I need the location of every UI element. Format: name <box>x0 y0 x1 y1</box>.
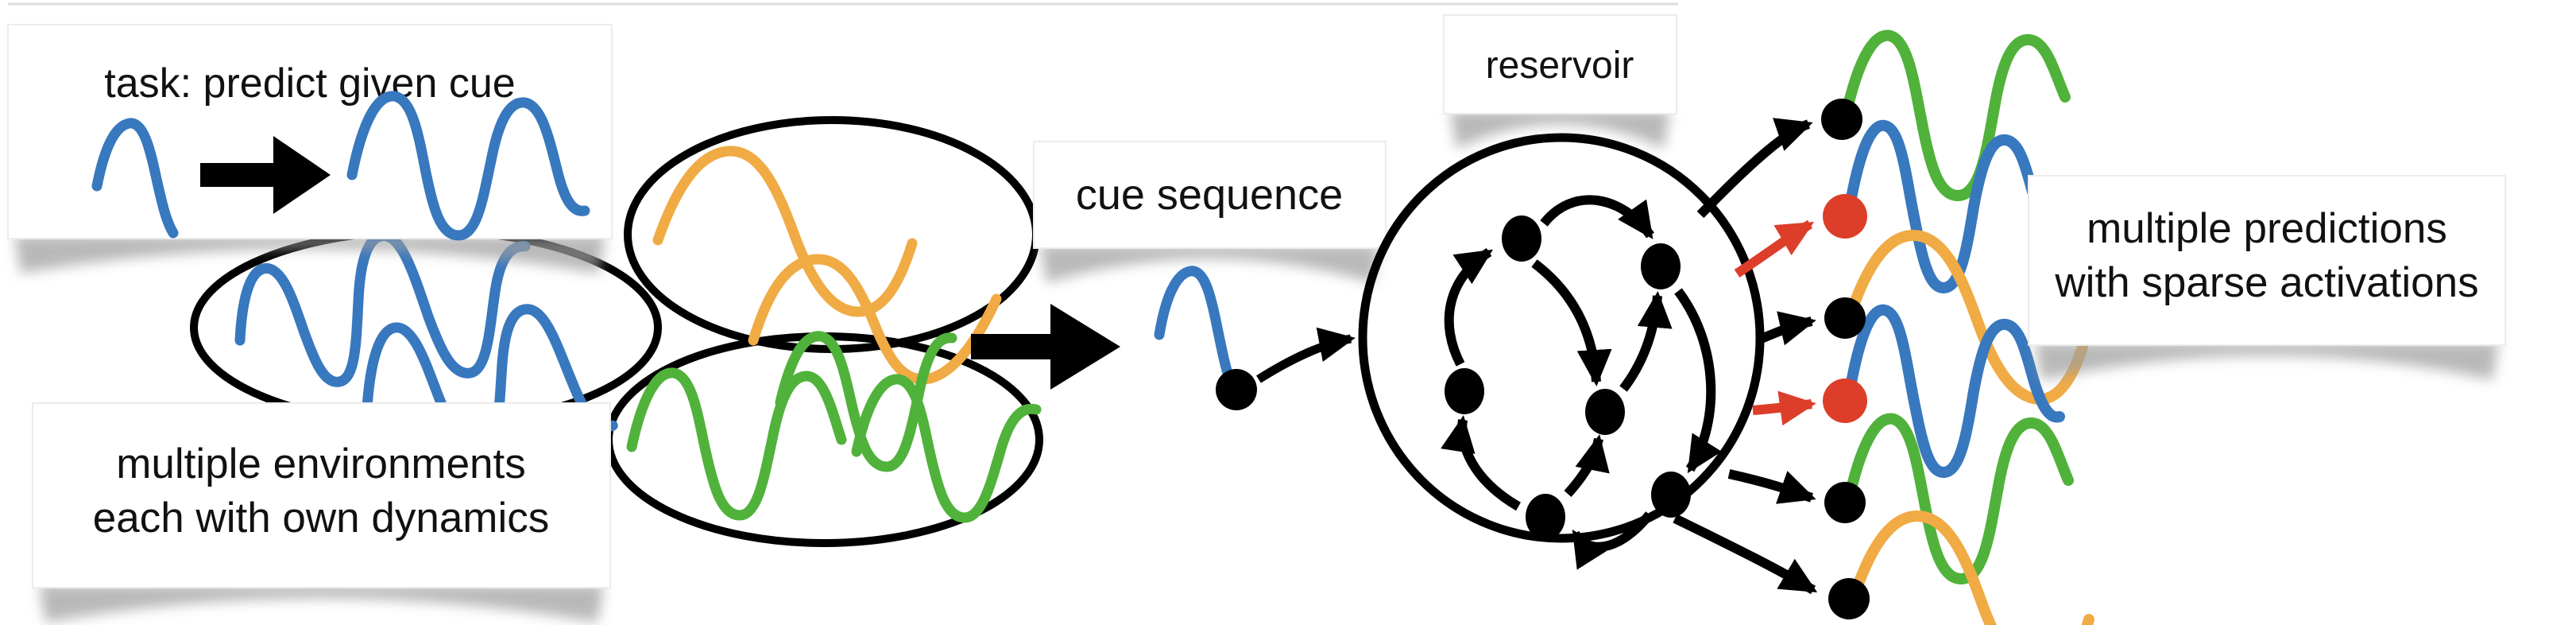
predictions-card-line2: with sparse activations <box>2054 259 2478 306</box>
cue-dot <box>1216 369 1257 410</box>
env-waves-green <box>626 331 1042 523</box>
reservoir-edges <box>1441 195 1722 570</box>
output-wave-3 <box>1843 230 2091 405</box>
reservoir-edge-b-e <box>1674 288 1722 474</box>
cue-card-shadow <box>1040 245 1379 283</box>
output-wave-1 <box>1839 29 2071 201</box>
cue-card <box>1033 141 1387 249</box>
reservoir-node-5 <box>1651 472 1691 518</box>
reservoir-card <box>1443 14 1677 115</box>
env-waves-orange <box>652 146 1002 385</box>
reservoir-node-1 <box>1502 215 1541 262</box>
output-arrow-4 <box>1752 390 1816 426</box>
env-green-wave-1 <box>626 367 847 521</box>
predictions-card-line1: multiple predictions <box>2087 205 2447 252</box>
reservoir-node-3 <box>1445 368 1484 414</box>
environments-card-line2: each with own dynamics <box>93 495 549 542</box>
task-card-glyphs <box>91 91 590 241</box>
env-orange-wave-2 <box>748 254 1002 385</box>
output-arrow-2 <box>1734 219 1815 278</box>
env-ellipse-orange <box>624 116 1040 353</box>
reservoir-edge-a-b <box>1540 195 1654 239</box>
output-node-1 <box>1821 99 1862 140</box>
env-green-wave-3 <box>851 374 1042 523</box>
task-card-label: task: predict given cue <box>104 60 515 107</box>
reservoir-edge-d-b <box>1619 291 1673 392</box>
output-node-6 <box>1828 578 1870 619</box>
environments-card <box>32 402 611 588</box>
flow-arrow <box>971 304 1120 390</box>
reservoir-card-label: reservoir <box>1486 45 1634 87</box>
task-cue-glyph <box>91 118 179 239</box>
input-arrow <box>1256 327 1356 383</box>
output-node-4-active <box>1823 378 1867 423</box>
output-arrow-5 <box>1727 469 1816 504</box>
env-blue-wave-1 <box>234 230 531 387</box>
flow-arrow-shaft <box>971 334 1050 359</box>
task-card <box>7 24 613 239</box>
output-node-2-active <box>1823 194 1867 239</box>
output-arrow-3 <box>1755 311 1816 346</box>
output-node-3 <box>1824 297 1866 339</box>
reservoir-card-shadow <box>1450 111 1670 149</box>
reservoir-node-4 <box>1585 389 1625 435</box>
predictions-card-shadow <box>2035 342 2499 380</box>
reservoir-edge-f-c <box>1441 415 1522 511</box>
reservoir-edge-c-a <box>1444 247 1494 367</box>
task-arrow-head <box>273 136 331 214</box>
output-wave-6 <box>1847 510 2094 625</box>
task-card-shadow <box>14 235 605 274</box>
env-orange-wave-1 <box>652 146 918 317</box>
environments-card-line1: multiple environments <box>116 441 526 487</box>
reservoir-edge-e-f <box>1570 511 1654 570</box>
output-wave-5 <box>1843 413 2074 584</box>
predictions-card <box>2028 175 2506 346</box>
env-green-wave-2 <box>775 331 957 472</box>
reservoir-edge-f-d <box>1564 434 1610 498</box>
reservoir-nodes <box>1445 215 1691 540</box>
cue-wave <box>1154 266 1240 393</box>
reservoir-edge-a-d <box>1531 259 1612 386</box>
output-arrow-1 <box>1696 118 1813 219</box>
flow-arrow-head <box>1050 304 1120 390</box>
task-prediction-wave <box>346 91 590 241</box>
task-arrow-shaft <box>200 163 273 187</box>
output-node-5 <box>1824 482 1866 523</box>
output-wave-4 <box>1843 304 2065 478</box>
task-arrow <box>200 136 331 214</box>
reservoir-node-6 <box>1526 494 1565 540</box>
environments-card-shadow <box>39 584 604 623</box>
cue-card-label: cue sequence <box>1076 171 1343 219</box>
output-arrow-6 <box>1673 514 1818 595</box>
reservoir-node-2 <box>1641 243 1681 289</box>
